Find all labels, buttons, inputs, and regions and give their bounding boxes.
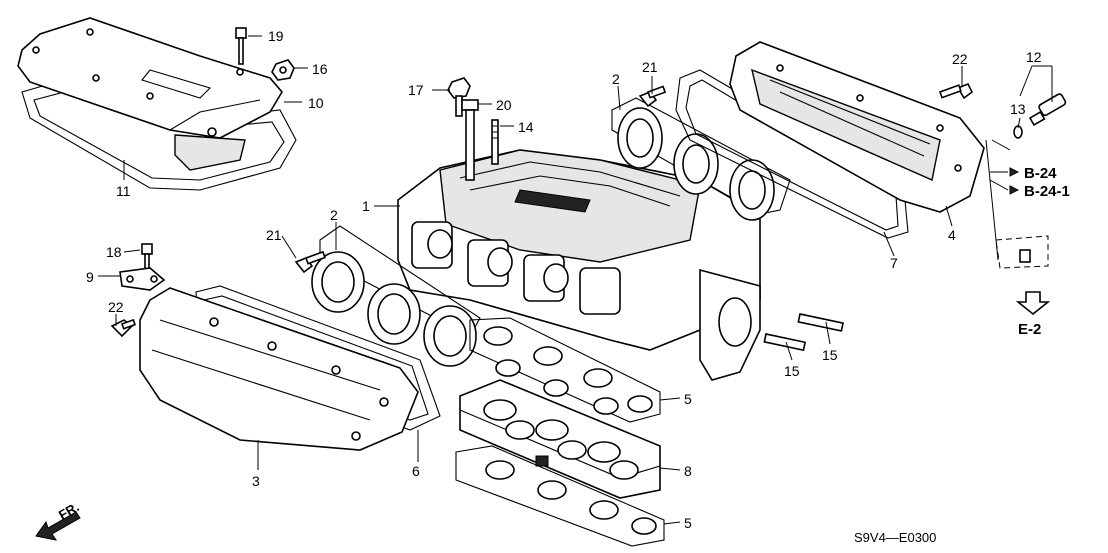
callout-22-right: 22	[952, 51, 968, 67]
leader-lines	[98, 35, 1053, 525]
bolt-20	[461, 99, 479, 181]
bolt-22-right	[938, 82, 974, 100]
callouts: 19 16 10 11 17 20 14 1 2 21 18 9 22 3 6 …	[86, 28, 1042, 531]
callout-2-left: 2	[330, 207, 338, 223]
callout-5-lower: 5	[684, 515, 692, 531]
callout-11: 11	[116, 183, 131, 199]
nut-16	[271, 59, 295, 81]
hose-connector-detail	[985, 139, 1049, 269]
callout-22-left: 22	[108, 299, 124, 315]
callout-12: 12	[1026, 49, 1042, 65]
sensor-12	[1028, 93, 1067, 127]
stud-14	[491, 119, 499, 165]
callout-1: 1	[362, 198, 370, 214]
stud-15-b	[797, 313, 844, 332]
callout-4: 4	[948, 227, 956, 243]
callout-6: 6	[412, 463, 420, 479]
callout-5-upper: 5	[684, 391, 692, 407]
callout-10: 10	[308, 95, 324, 111]
top-cover	[17, 17, 283, 139]
bolt-21-left	[294, 250, 326, 274]
callout-3: 3	[252, 473, 260, 489]
callout-21-right: 21	[642, 59, 658, 75]
spacer-8	[459, 379, 661, 499]
front-arrow-icon	[35, 511, 81, 541]
intake-manifold-body	[397, 149, 761, 381]
runner-seal-right	[611, 97, 791, 221]
callout-17: 17	[408, 82, 424, 98]
e2-arrow-icon	[1015, 291, 1051, 316]
callout-20: 20	[496, 97, 512, 113]
gasket-5-upper	[469, 317, 661, 423]
callout-21-left: 21	[266, 227, 282, 243]
ref-b24[interactable]: B-24	[1024, 165, 1057, 182]
callout-16: 16	[312, 61, 328, 77]
callout-13: 13	[1010, 101, 1026, 117]
bolt-21-right	[638, 85, 667, 108]
gasket-5-lower	[455, 445, 665, 547]
manifold-cover-4	[729, 41, 985, 213]
callout-15-b: 15	[822, 347, 838, 363]
bolt-22-left	[110, 318, 137, 338]
bolt-19	[235, 27, 247, 65]
arrow-b24-1	[1009, 185, 1020, 195]
stud-15-a	[763, 333, 807, 352]
bracket-9	[119, 267, 166, 291]
callout-7: 7	[890, 255, 898, 271]
arrow-b24	[1009, 167, 1020, 177]
callout-14: 14	[518, 119, 534, 135]
callout-2-right: 2	[612, 71, 620, 87]
callout-8: 8	[684, 463, 692, 479]
callout-19: 19	[268, 28, 284, 44]
upper-cover-assembly	[17, 17, 297, 191]
callout-15-a: 15	[784, 363, 800, 379]
callout-18: 18	[106, 244, 122, 260]
manifold-cover-3	[139, 287, 419, 451]
callout-9: 9	[86, 269, 94, 285]
ref-b24-1[interactable]: B-24-1	[1024, 183, 1070, 200]
ref-e2[interactable]: E-2	[1018, 321, 1041, 338]
runner-seal-left	[311, 225, 481, 367]
diagram-code: S9V4—E0300	[854, 530, 936, 545]
